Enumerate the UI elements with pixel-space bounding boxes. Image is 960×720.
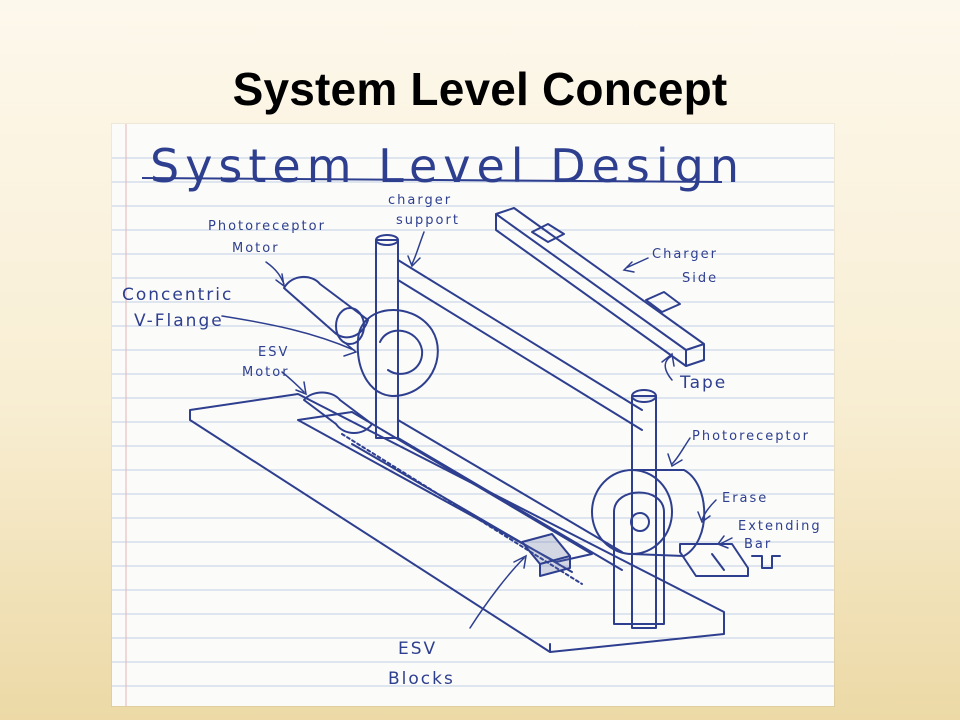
base-plate (189, 393, 725, 653)
label-esv-blocks-1: ESV (398, 639, 437, 659)
arrow-photoreceptor-motor (265, 261, 286, 288)
label-extending-2: Bar (744, 537, 772, 552)
drum-body (631, 469, 706, 557)
esv-block (521, 533, 571, 577)
esv-motor (303, 391, 373, 434)
arrow-erase (697, 499, 717, 524)
arrow-charger-support (407, 231, 425, 268)
v-flange-inner (379, 329, 424, 375)
label-tape: Tape (679, 373, 727, 393)
label-charger-side-2: Side (682, 271, 718, 286)
label-photoreceptor: Photoreceptor (692, 429, 810, 444)
charger-notch-bottom (645, 291, 681, 313)
label-charger-support-2: support (396, 213, 460, 228)
ruled-lines (112, 157, 834, 687)
right-post (631, 395, 657, 629)
sketch-heading: System Level Design (150, 139, 745, 193)
label-charger-support-1: charger (388, 193, 452, 208)
bearing-hole (630, 512, 650, 532)
lower-rod (397, 419, 623, 571)
label-concentric: Concentric (122, 285, 233, 305)
bearing-block (613, 491, 665, 625)
label-photoreceptor-motor-2: Motor (232, 241, 280, 256)
sketch-canvas: System Level Design (112, 124, 834, 706)
slide-title: System Level Concept (232, 63, 728, 115)
arrow-v-flange (221, 315, 358, 357)
arrow-tape (661, 352, 675, 381)
label-v-flange: V-Flange (134, 311, 224, 331)
left-post (375, 239, 399, 439)
arrow-extending-bar (716, 535, 733, 549)
label-esv-blocks-2: Blocks (388, 669, 455, 689)
hand-drawn-sketch: System Level Design (112, 124, 834, 706)
right-post-top (631, 389, 657, 403)
label-esv-motor-1: ESV (258, 345, 289, 360)
photoreceptor-motor (283, 276, 369, 339)
v-flange (356, 309, 439, 397)
label-erase: Erase (722, 491, 768, 506)
extending-bar-feet (751, 555, 781, 569)
motor-endcap (335, 307, 365, 345)
charger-side-bar (495, 207, 705, 367)
arrow-esv-motor (281, 371, 307, 396)
machine-drawing (189, 207, 781, 653)
extending-bar (679, 543, 749, 577)
label-charger-side-1: Charger (652, 247, 718, 262)
label-arrows (221, 231, 733, 629)
arrow-photoreceptor (667, 437, 691, 468)
label-esv-motor-2: Motor (242, 365, 290, 380)
lead-screw (341, 433, 583, 585)
arrow-esv-blocks (469, 554, 527, 629)
label-extending-1: Extending (738, 519, 822, 534)
heading-underline (141, 177, 723, 183)
arrow-charger-side (622, 257, 649, 273)
upper-rod (397, 259, 643, 431)
left-post-top (375, 234, 399, 246)
charger-notch-top (531, 223, 565, 243)
label-photoreceptor-motor-1: Photoreceptor (208, 219, 326, 234)
